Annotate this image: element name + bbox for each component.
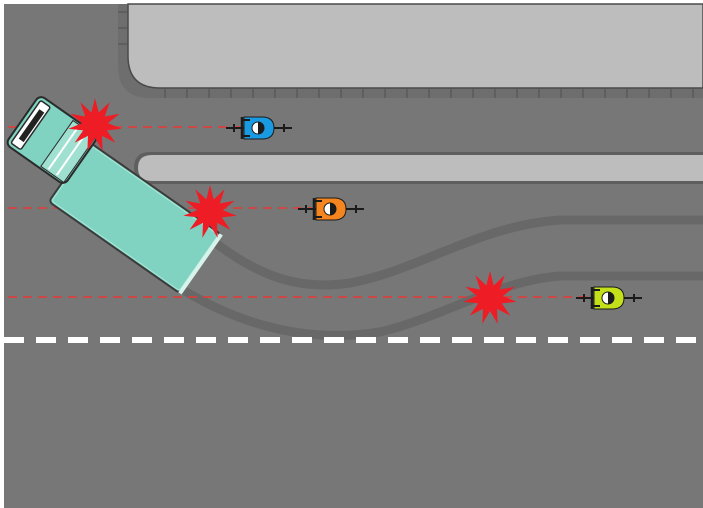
lane-dash	[548, 337, 568, 343]
median-island	[134, 152, 703, 184]
cyclist-orange	[298, 197, 364, 221]
lane-dash	[164, 337, 184, 343]
lane-dash	[68, 337, 88, 343]
lane-dash	[260, 337, 280, 343]
impact-truck-cab	[68, 98, 122, 151]
lane-dash	[612, 337, 632, 343]
impact-road	[463, 271, 517, 324]
lane-dash	[324, 337, 344, 343]
lane-dash	[516, 337, 536, 343]
cyclists	[226, 116, 642, 310]
lane-dash	[228, 337, 248, 343]
skid-marks	[170, 215, 703, 340]
lane-divider-dashed	[4, 337, 696, 343]
cyclist-green	[576, 286, 642, 310]
lane-dash	[676, 337, 696, 343]
lane-dash	[452, 337, 472, 343]
lane-dash	[644, 337, 664, 343]
truck-cab	[6, 96, 98, 184]
lane-dash	[36, 337, 56, 343]
lane-dash	[484, 337, 504, 343]
impact-markers	[68, 98, 517, 324]
lane-dash	[4, 337, 24, 343]
lane-dash	[132, 337, 152, 343]
lane-dash	[356, 337, 376, 343]
sidewalk-upper	[118, 3, 703, 98]
lane-dash	[292, 337, 312, 343]
impact-truck-trailer	[183, 185, 237, 238]
lane-dash	[100, 337, 120, 343]
truck	[6, 96, 223, 295]
lane-dash	[388, 337, 408, 343]
lane-dash	[580, 337, 600, 343]
lane-dash	[420, 337, 440, 343]
cyclist-blue	[226, 116, 292, 140]
lane-dash	[196, 337, 216, 343]
